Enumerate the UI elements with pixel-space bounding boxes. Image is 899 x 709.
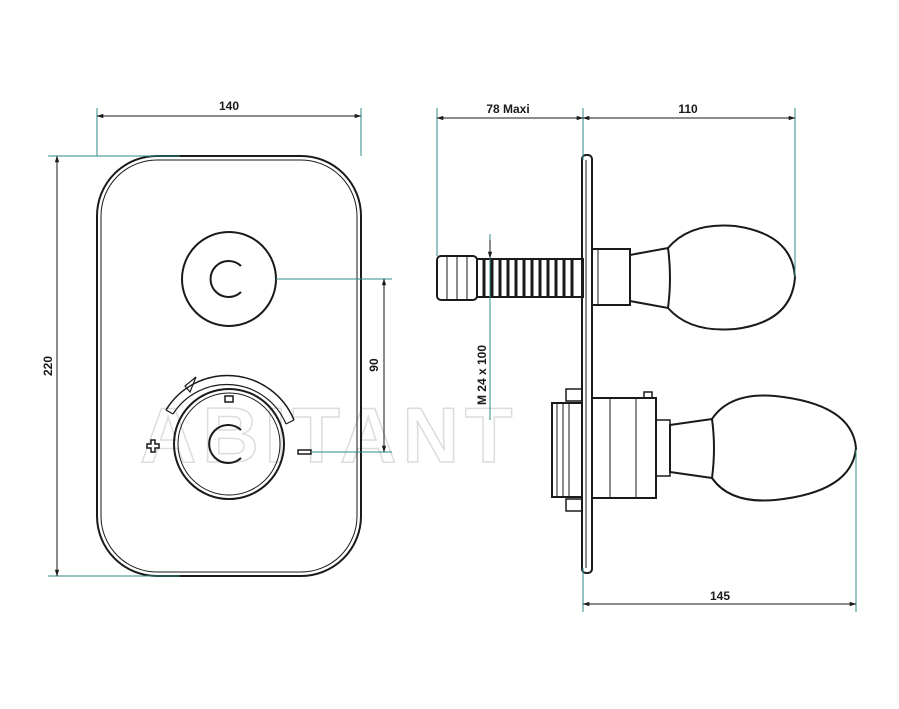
lower-body-flange [551,402,583,498]
side-plate [581,154,593,574]
upper-handle-bulb [667,224,797,331]
cover-plate-outer [96,155,362,577]
front-dimensions [48,108,392,577]
thread-label: M 24 x 100 [475,345,489,405]
direction-arrow-icon [184,376,197,394]
projection-top-label: 110 [678,102,698,116]
cold-symbol [297,449,312,455]
thermostat-knob [173,388,285,500]
temperature-scale-arc-outer [165,374,295,421]
lower-handle-collar [592,397,657,499]
cover-plate-inner [100,159,358,573]
diverter-knob [181,231,277,327]
diverter-indicator-icon [209,260,242,298]
side-view [436,154,858,574]
upper-handle-neck [629,246,671,310]
plate-width-label: 140 [219,99,239,113]
plate-height-label: 220 [41,356,55,376]
thermostat-marker [224,395,234,403]
projection-bottom-label: 145 [710,589,730,603]
side-dimensions [436,108,857,612]
temperature-scale-arc-inner [172,383,287,425]
center-distance-label: 90 [367,358,381,372]
hot-symbol [146,439,160,453]
thermostat-knob-inner-ring [177,392,281,496]
front-view [96,155,362,577]
lower-handle-bulb [711,394,858,502]
depth-max-label: 78 Maxi [486,102,529,116]
watermark-text: ABITANT [140,391,519,479]
lower-handle-neck [669,417,715,480]
thermostat-indicator-icon [208,424,242,464]
